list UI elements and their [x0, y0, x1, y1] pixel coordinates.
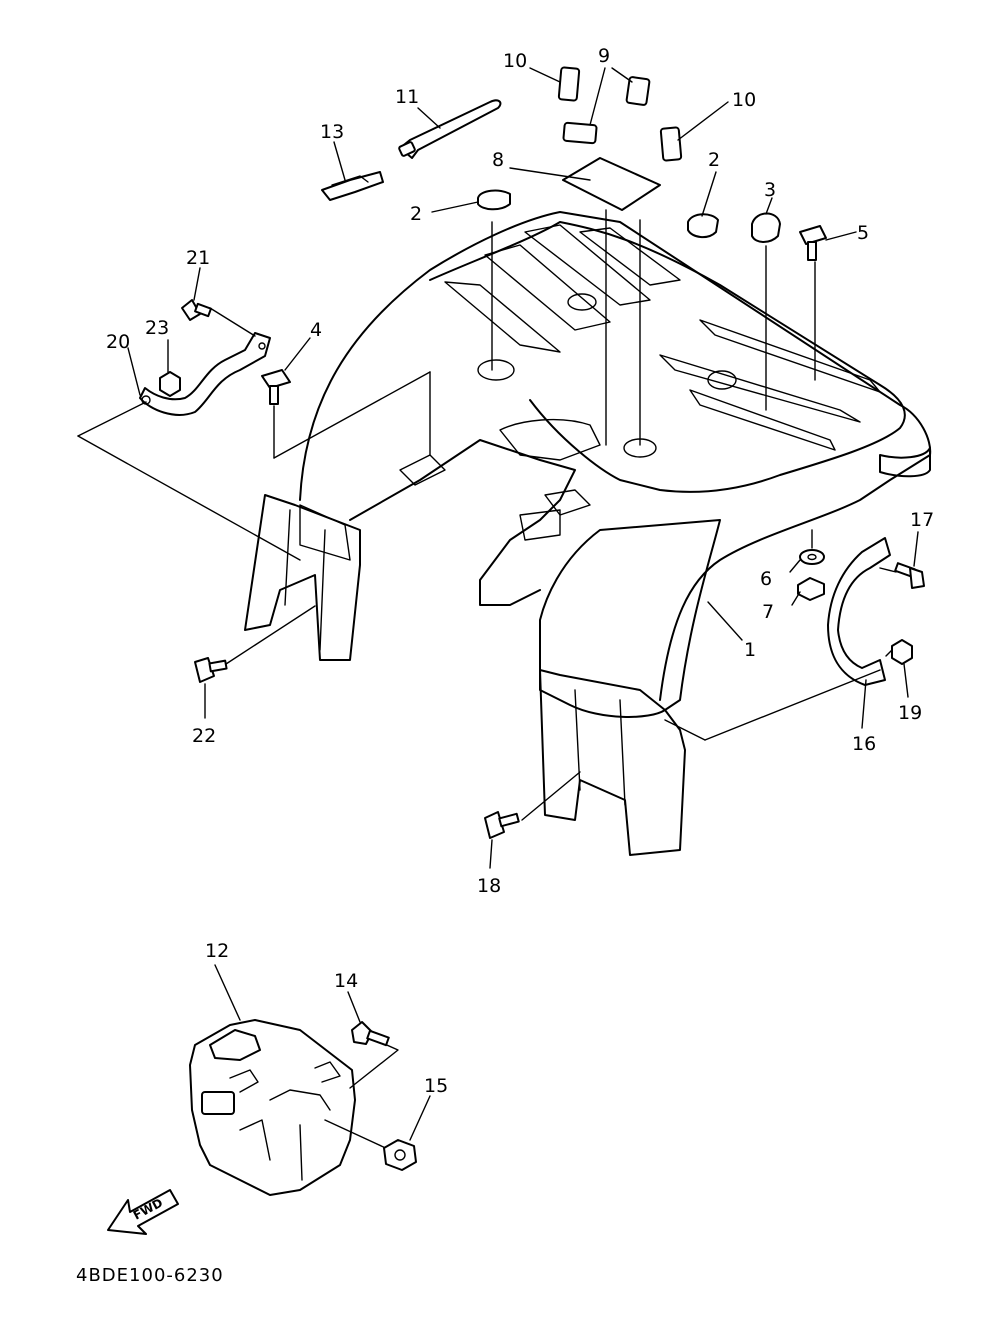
- washer-6: [799, 549, 825, 565]
- pad-10-left: [557, 66, 581, 102]
- bolt-4: [261, 369, 291, 405]
- bolt-21: [181, 299, 212, 321]
- callout-23: 23: [145, 317, 169, 339]
- pad-10-right: [659, 126, 683, 162]
- bracket-16: [827, 537, 891, 686]
- callout-21: 21: [186, 247, 210, 269]
- nut-15: [383, 1095, 431, 1171]
- nut-23: [159, 371, 181, 397]
- grommet-2-right: [687, 213, 719, 238]
- callout-2-right: 2: [708, 149, 720, 171]
- screw-22: [194, 657, 228, 683]
- sheet-8: [562, 157, 661, 211]
- grommet-2-left: [477, 189, 511, 211]
- rear-fender: [244, 211, 932, 856]
- callout-1: 1: [744, 639, 756, 661]
- bolt-14: [347, 991, 390, 1047]
- callout-22: 22: [192, 725, 216, 747]
- callout-18: 18: [477, 875, 501, 897]
- nut-19: [891, 639, 913, 665]
- callout-12: 12: [205, 940, 229, 962]
- callout-7: 7: [762, 601, 774, 623]
- pad-9-left: [562, 121, 598, 145]
- nut-7: [797, 577, 825, 601]
- callout-16: 16: [852, 733, 876, 755]
- callout-19: 19: [898, 702, 922, 724]
- callout-9: 9: [598, 45, 610, 67]
- bolt-17: [894, 562, 925, 589]
- callout-3: 3: [764, 179, 776, 201]
- callout-17: 17: [910, 509, 934, 531]
- callout-6: 6: [760, 568, 772, 590]
- callout-11: 11: [395, 86, 419, 108]
- callout-15: 15: [424, 1075, 448, 1097]
- callout-4: 4: [310, 319, 322, 341]
- callout-10-left: 10: [503, 50, 527, 72]
- callout-10-right: 10: [732, 89, 756, 111]
- callout-labels: 10 9 10 11 13 8 2 3 2 5 21 23 4 20 17 6 …: [106, 45, 934, 1097]
- strap-11: [399, 99, 502, 159]
- pad-9-right: [625, 76, 651, 106]
- clip-13: [321, 171, 384, 201]
- callout-20: 20: [106, 331, 130, 353]
- screw-18: [484, 811, 520, 839]
- drawing-code: 4BDE100-6230: [76, 1265, 224, 1286]
- callout-5: 5: [857, 222, 869, 244]
- fwd-arrow-icon: FWD: [107, 1189, 179, 1235]
- callout-2-left: 2: [410, 203, 422, 225]
- storage-box-12: [189, 964, 399, 1196]
- bolt-5: [799, 225, 827, 261]
- cap-3: [751, 212, 781, 243]
- leader-lines: [77, 67, 919, 869]
- callout-13: 13: [320, 121, 344, 143]
- callout-8: 8: [492, 149, 504, 171]
- bracket-20: [139, 332, 271, 416]
- callout-14: 14: [334, 970, 358, 992]
